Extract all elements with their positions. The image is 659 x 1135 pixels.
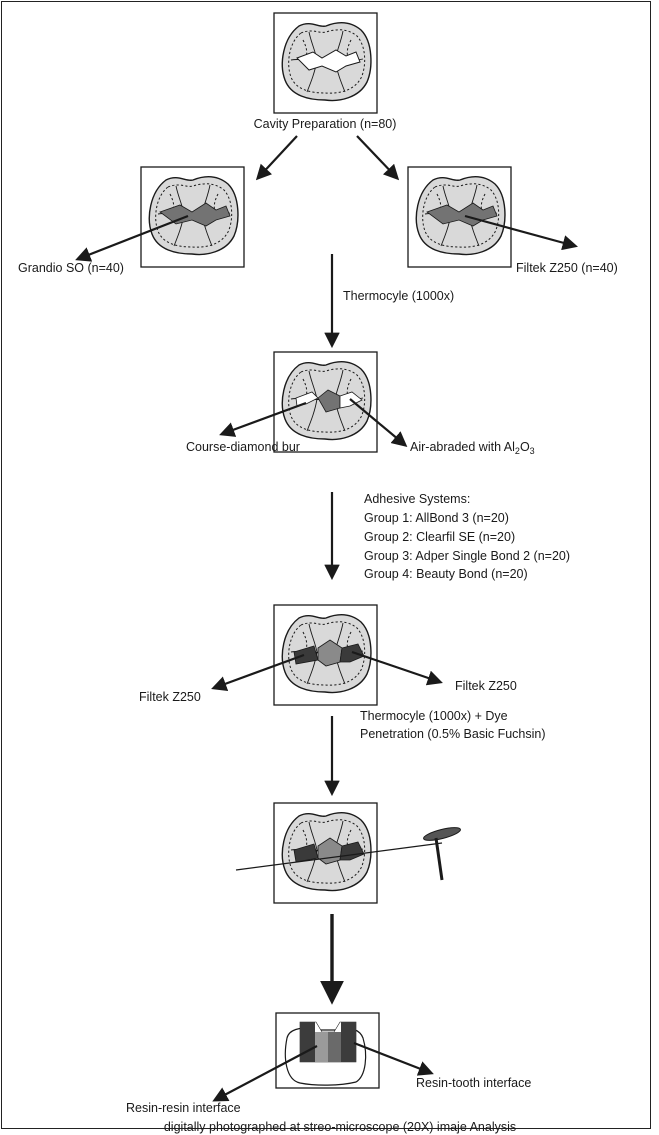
arrow-to-grandio bbox=[255, 135, 298, 181]
group-1-label: Group 1: AllBond 3 (n=20) bbox=[364, 511, 509, 525]
thermo-dye-line-1: Thermocyle (1000x) + Dye bbox=[360, 709, 508, 723]
group-2-label: Group 2: Clearfil SE (n=20) bbox=[364, 530, 515, 544]
resin-resin-label: Resin-resin interface bbox=[126, 1101, 241, 1115]
resin-tooth-label: Resin-tooth interface bbox=[416, 1076, 531, 1090]
tooth-box-cavity-prep bbox=[273, 12, 378, 114]
arrow-to-filtek bbox=[356, 135, 400, 181]
arrow-resin-tooth bbox=[353, 1041, 434, 1076]
arrow-grandio-label bbox=[75, 214, 189, 262]
filtek-top-label: Filtek Z250 (n=40) bbox=[516, 261, 618, 275]
adhesive-systems-block: Adhesive Systems: Group 1: AllBond 3 (n=… bbox=[364, 492, 570, 581]
group-3-label: Group 3: Adper Single Bond 2 (n=20) bbox=[364, 549, 570, 563]
diamond-bur-label: Course-diamond bur bbox=[186, 440, 300, 454]
arrow-filtek-label bbox=[464, 214, 578, 251]
arrow-filtek-left bbox=[211, 653, 305, 691]
cavity-prep-label: Cavity Preparation (n=80) bbox=[254, 117, 397, 131]
tooth-box-grandio bbox=[140, 166, 245, 268]
arrow-bur-label bbox=[219, 401, 307, 437]
saw-icon bbox=[235, 827, 461, 881]
group-4-label: Group 4: Beauty Bond (n=20) bbox=[364, 567, 528, 581]
filtek-right-label: Filtek Z250 bbox=[455, 679, 517, 693]
thermo-dye-line-2: Penetration (0.5% Basic Fuchsin) bbox=[360, 727, 546, 741]
thermocycle-1-label: Thermocyle (1000x) bbox=[343, 289, 454, 303]
tooth-box-filtek bbox=[407, 166, 512, 268]
section-specimen bbox=[275, 1012, 380, 1089]
air-abraded-label: Air-abraded with Al2O3 bbox=[410, 440, 535, 456]
adhesive-title: Adhesive Systems: bbox=[364, 492, 470, 506]
arrow-resin-resin bbox=[212, 1045, 318, 1102]
tooth-box-sectioning bbox=[273, 802, 378, 904]
footer-caption: digitally photographed at streo-microsco… bbox=[164, 1120, 516, 1134]
arrow-air-label bbox=[349, 398, 408, 447]
filtek-left-label: Filtek Z250 bbox=[139, 690, 201, 704]
grandio-label: Grandio SO (n=40) bbox=[18, 261, 124, 275]
tooth-box-roughened bbox=[273, 351, 378, 453]
arrow-filtek-right bbox=[351, 650, 443, 686]
